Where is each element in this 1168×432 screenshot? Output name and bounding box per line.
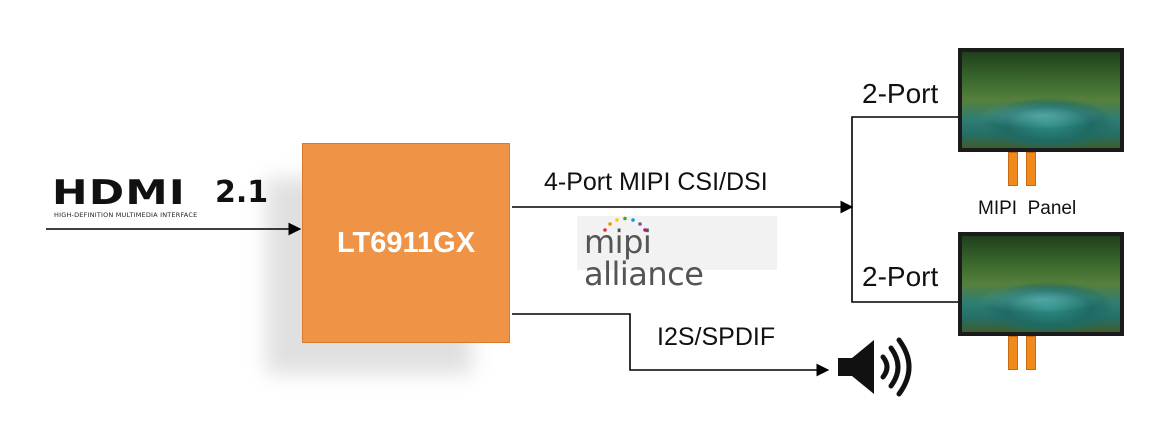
hdmi-version: 2.1 xyxy=(215,175,269,210)
chip-label: LT6911GX xyxy=(336,226,476,259)
mipi-panel-upper xyxy=(958,48,1124,186)
hdmi-logo: HDMI 2.1 HIGH-DEFINITION MULTIMEDIA INTE… xyxy=(52,173,269,222)
mipi-panel-lower xyxy=(958,232,1124,370)
chip-block: LT6911GX xyxy=(302,143,510,343)
panel-connector xyxy=(1026,152,1036,186)
audio-output-arrow xyxy=(512,313,830,377)
panel-connector xyxy=(1008,336,1018,370)
mipi-dots-icon xyxy=(603,216,647,232)
panel-label: MIPI Panel xyxy=(978,198,1077,219)
speaker-icon xyxy=(838,337,912,397)
mipi-output-label: 4-Port MIPI CSI/DSI xyxy=(544,168,768,196)
upper-branch-label: 2-Port xyxy=(862,78,939,109)
audio-output-label: I2S/SPDIF xyxy=(657,323,776,351)
panel-split-line xyxy=(851,116,958,303)
panel-connector xyxy=(1026,336,1036,370)
panel-screen-image xyxy=(962,52,1120,148)
mipi-alliance-text: mipi alliance xyxy=(584,223,704,293)
hdmi-wordmark: HDMI xyxy=(52,173,186,213)
lower-branch-label: 2-Port xyxy=(862,261,939,292)
hdmi-tagline: HIGH-DEFINITION MULTIMEDIA INTERFACE xyxy=(54,211,198,219)
panel-screen-image xyxy=(962,236,1120,332)
mipi-alliance-logo: mipi alliance xyxy=(577,216,777,290)
panel-connector xyxy=(1008,152,1018,186)
